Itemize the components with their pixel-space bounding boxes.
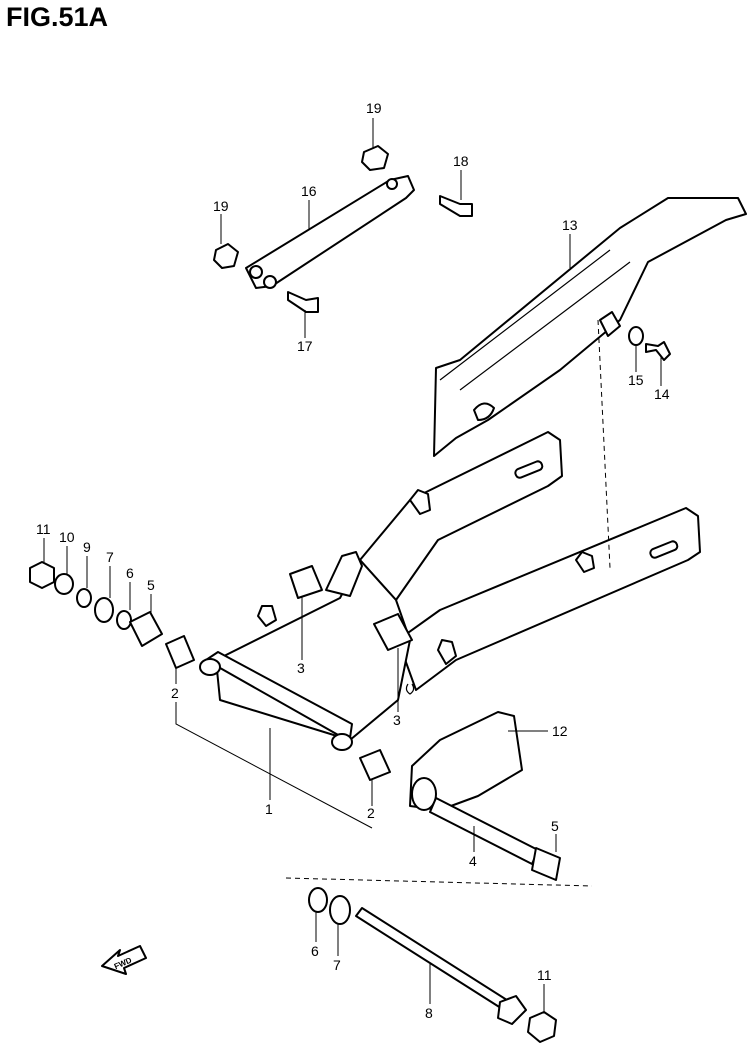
nut-19-left[interactable] [213,243,239,269]
chain-slider[interactable] [409,711,523,811]
bolt-18[interactable] [439,195,473,217]
callout-2: 2 [367,805,375,821]
callout-19: 19 [366,100,382,116]
fwd-arrow-icon: FWD [101,945,147,975]
callout-19: 19 [213,198,229,214]
callout-11: 11 [36,521,51,537]
callout-7: 7 [333,957,341,973]
bearing-2-lower[interactable] [359,749,391,781]
callout-15: 15 [628,372,644,388]
callout-16: 16 [301,183,317,199]
callout-5: 5 [551,818,559,834]
nut-11-bottom[interactable] [527,1011,557,1043]
callout-6: 6 [311,943,319,959]
callout-11: 11 [537,967,552,983]
nut-19-top[interactable] [361,145,389,171]
callout-10: 10 [59,529,75,545]
washer-9[interactable] [76,588,92,608]
bearing-2-left[interactable] [165,635,195,669]
bolt-17[interactable] [287,291,319,313]
collar-5-right[interactable] [531,847,561,881]
nut-11-left[interactable] [29,561,55,589]
washer-15[interactable] [628,326,644,346]
callout-6: 6 [126,565,134,581]
callout-2: 2 [171,685,179,701]
callout-1: 1 [265,801,273,817]
bearing-3-lower[interactable] [373,613,413,651]
collar-5-left[interactable] [129,611,163,647]
callout-3: 3 [297,660,305,676]
bearing-3-upper[interactable] [289,565,323,599]
callout-12: 12 [552,723,568,739]
seal-7-bottom[interactable] [329,895,351,925]
washer-6-left[interactable] [116,610,132,630]
figure-title: FIG.51A [6,2,109,32]
callout-18: 18 [453,153,469,169]
callout-7: 7 [106,549,114,565]
torque-rod[interactable] [245,175,415,289]
callout-17: 17 [297,338,313,354]
screw-14[interactable] [645,341,671,361]
seal-7-left[interactable] [94,597,114,623]
callout-13: 13 [562,217,578,233]
pivot-shaft[interactable] [355,907,527,1025]
swingarm[interactable] [199,431,701,751]
spacer-4[interactable] [429,797,539,865]
callout-9: 9 [83,539,91,555]
leader-lines [43,118,662,1012]
callout-4: 4 [469,853,477,869]
callout-14: 14 [654,386,670,402]
washer-6-bottom[interactable] [308,887,328,913]
chain-guard[interactable] [433,197,747,457]
callout-3: 3 [393,712,401,728]
callout-5: 5 [147,577,155,593]
callout-8: 8 [425,1005,433,1021]
nut-10[interactable] [54,573,74,595]
